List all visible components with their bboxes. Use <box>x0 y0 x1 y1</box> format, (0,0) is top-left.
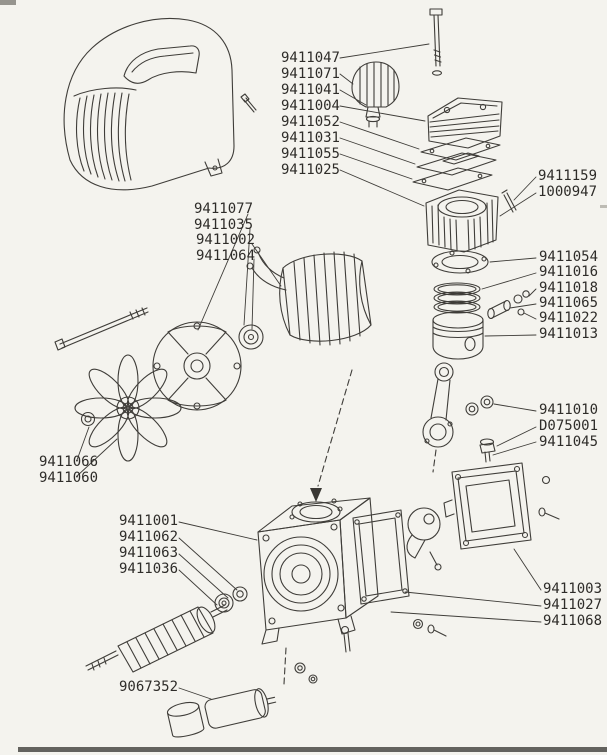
part-label: 9411001 <box>119 513 179 529</box>
part-label: 9411064 <box>196 248 256 264</box>
part-label: 9411004 <box>280 98 340 114</box>
part-label: 9411013 <box>539 326 599 342</box>
part-label: 1000947 <box>538 184 598 200</box>
leader-lines <box>76 43 542 700</box>
part-label: 9411035 <box>194 217 254 233</box>
part-label: 9411018 <box>539 280 599 296</box>
part-label: 9067352 <box>119 679 179 695</box>
through-bolt-drawing <box>54 307 149 351</box>
cover-screw-drawing <box>240 93 257 113</box>
part-label: 9411002 <box>196 232 256 248</box>
part-label: 9411062 <box>119 529 179 545</box>
cup-drawing <box>166 701 205 738</box>
counterweight-drawing <box>406 507 442 571</box>
part-label: 9411052 <box>280 114 340 130</box>
part-label: 9411027 <box>543 597 603 613</box>
part-label: D075001 <box>539 418 599 434</box>
rotor-drawing <box>85 604 228 673</box>
valve-cover-drawing <box>443 438 560 550</box>
head-bolt-drawing <box>429 8 443 76</box>
part-label: 9411036 <box>119 561 179 577</box>
wrist-pin-drawing <box>487 290 530 320</box>
mounting-hardware-drawing <box>294 618 447 684</box>
part-label: 9411025 <box>280 162 340 178</box>
cylinder-gasket-drawing <box>431 250 489 274</box>
piston-rings-drawing <box>433 282 481 314</box>
assembly-axis-lines <box>283 369 437 685</box>
crankcase-gasket-drawing <box>352 509 410 605</box>
motor-cover-drawing <box>63 17 235 191</box>
part-label: 9411066 <box>39 454 99 470</box>
part-label: 9411016 <box>539 264 599 280</box>
part-label: 9411063 <box>119 545 179 561</box>
part-label: 9411071 <box>280 66 340 82</box>
part-label: 9411022 <box>539 310 599 326</box>
part-label: 9411055 <box>280 146 340 162</box>
cylinder-head-drawing <box>427 97 503 149</box>
end-bell-drawing <box>152 321 242 411</box>
part-label: 9411077 <box>194 201 254 217</box>
part-label: 9411060 <box>39 470 99 486</box>
intake-filter-drawing <box>351 61 400 128</box>
part-label: 9411010 <box>539 402 599 418</box>
valve-plate-gaskets-drawing <box>412 137 501 191</box>
washer-ring-drawing <box>80 411 96 427</box>
part-label: 9411065 <box>539 295 599 311</box>
fan-drawing <box>74 354 182 462</box>
part-label: 9411054 <box>539 249 599 265</box>
piston-drawing <box>432 311 484 360</box>
front-bearing-drawing <box>238 324 264 350</box>
part-label: 9411159 <box>538 168 598 184</box>
cylinder-drawing <box>425 189 499 253</box>
connecting-rod-drawing <box>422 362 494 448</box>
part-label: 9411031 <box>280 130 340 146</box>
part-label: 9411003 <box>543 581 603 597</box>
part-label: 9411068 <box>543 613 603 629</box>
assembly-arrow <box>310 488 322 502</box>
crankcase-drawing <box>257 497 379 645</box>
capacitor-drawing <box>204 688 277 729</box>
part-label: 9411041 <box>280 82 340 98</box>
part-label: 9411047 <box>280 50 340 66</box>
part-label: 9411045 <box>539 434 599 450</box>
